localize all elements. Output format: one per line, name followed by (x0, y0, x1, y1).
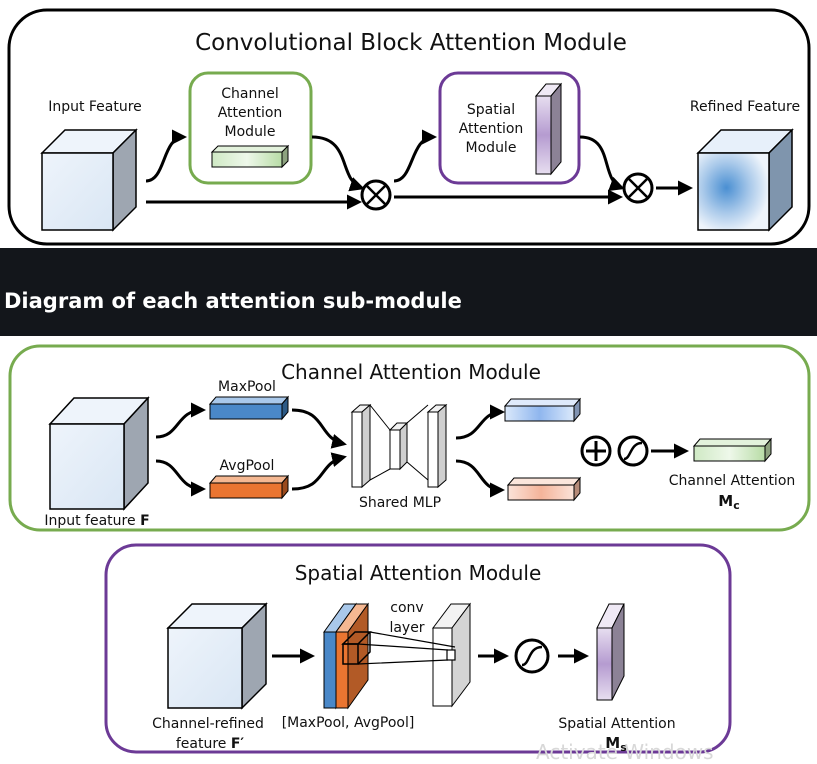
arrow-multiply-1-to-spatial (393, 129, 437, 183)
arrow-input-to-channel (145, 129, 187, 183)
input-feature-label: Input Feature (48, 99, 142, 115)
spatial-attention-output-bar (596, 603, 625, 701)
spatial-module-line-2: Attention (459, 121, 524, 137)
arrow-input-to-avgpool (155, 459, 206, 497)
channel-module-line-1: Channel (221, 86, 278, 102)
sigmoid-icon (617, 435, 649, 467)
channel-attention-output-bar (692, 437, 773, 463)
activate-windows-watermark: Activate Windows (536, 740, 714, 764)
add-operator-icon (580, 435, 612, 467)
spatial-attention-output-label: Spatial Attention (558, 716, 675, 732)
sigmoid-icon (514, 638, 550, 674)
spatial-input-label-line1: Channel-refined (152, 716, 264, 732)
channel-attention-bar (210, 144, 290, 169)
arrow-mlp-to-lower-output (455, 459, 505, 498)
shared-mlp-icon (350, 403, 448, 489)
arrow-input-to-maxpool (155, 402, 206, 439)
channel-attention-output-label: Channel Attention (669, 473, 796, 489)
section-header-title: Diagram of each attention sub-module (4, 289, 462, 313)
cbam-title: Convolutional Block Attention Module (195, 30, 627, 56)
spatial-panel-title: Spatial Attention Module (295, 561, 542, 585)
pool-feature-maps (323, 602, 372, 710)
channel-input-label: Input feature F (44, 513, 149, 529)
refined-feature-label: Refined Feature (690, 99, 800, 115)
spatial-input-label-line2: feature F′ (176, 736, 245, 752)
arrow-avgpool-to-mlp (291, 452, 347, 491)
maxpool-label: MaxPool (218, 379, 276, 395)
channel-panel-title: Channel Attention Module (281, 360, 541, 384)
mlp-output-bar-lower (506, 476, 582, 502)
channel-module-line-3: Module (225, 124, 276, 140)
mlp-output-bar-upper (503, 397, 582, 423)
arrow-maxpool-to-mlp (291, 408, 347, 449)
section-header-band (0, 248, 817, 336)
spatial-module-line-1: Spatial (467, 102, 515, 118)
channel-input-cube (48, 396, 150, 511)
input-feature-cube (40, 128, 138, 232)
avgpool-label: AvgPool (220, 458, 275, 474)
conv-layer-label-line1: conv (390, 600, 423, 616)
spatial-input-cube (166, 602, 268, 710)
arrow-mlp-to-upper-output (455, 404, 505, 440)
channel-attention-symbol: Mc (718, 492, 739, 512)
multiply-operator-icon (360, 179, 392, 211)
pool-label: [MaxPool, AvgPool] (282, 715, 415, 731)
conv-projection-lines (357, 631, 456, 665)
spatial-attention-bar (534, 82, 563, 176)
arrow-spatial-to-multiply-2 (579, 135, 625, 191)
refined-feature-cube (696, 128, 794, 232)
spatial-module-line-3: Module (466, 140, 517, 156)
conv-output-map (432, 602, 471, 708)
avgpool-bar (208, 474, 290, 500)
shared-mlp-label: Shared MLP (359, 495, 441, 511)
spatial-attention-symbol: Ms (605, 734, 627, 754)
multiply-operator-icon (622, 172, 654, 204)
arrow-channel-to-multiply-1 (311, 135, 365, 192)
conv-layer-label-line2: layer (389, 620, 424, 636)
maxpool-bar (208, 395, 290, 421)
channel-module-line-2: Attention (218, 105, 283, 121)
